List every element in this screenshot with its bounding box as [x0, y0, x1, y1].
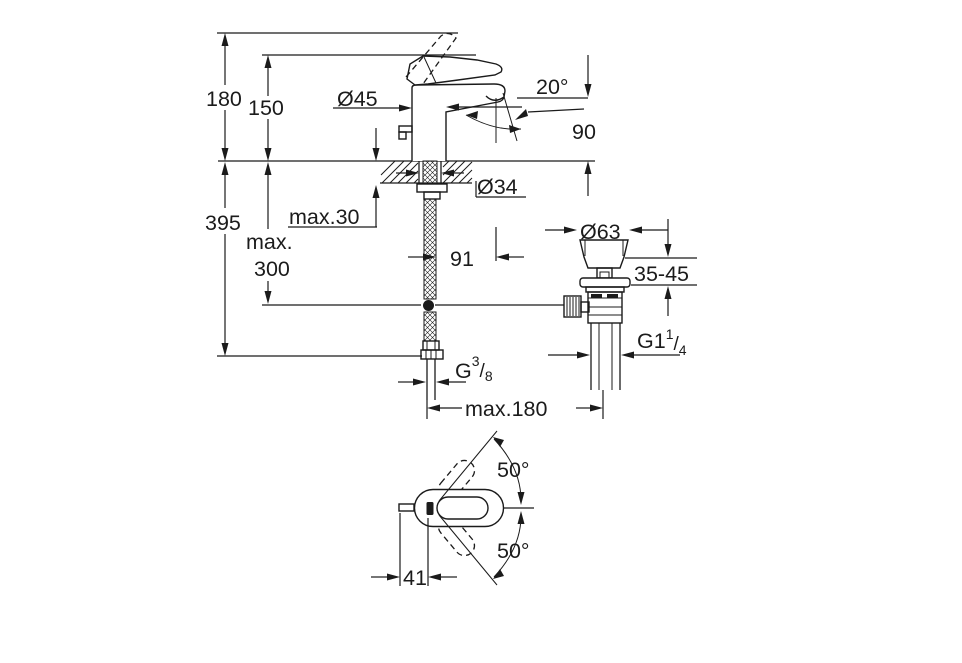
dim-spout-projection-label: 91	[450, 247, 474, 271]
hose-fitting	[420, 340, 444, 360]
dim-swivel-angles: 50° 50°	[438, 430, 534, 586]
dim-total-height-label: 180	[206, 87, 242, 111]
dim-spout-top-height-label: 150	[248, 96, 284, 120]
spout-top-outline	[436, 496, 489, 520]
dim-deck-thickness-label: max.30	[289, 205, 360, 229]
dim-spout-angle: 20°	[465, 75, 588, 143]
dim-swivel-upper-label: 50°	[497, 458, 530, 482]
dim-supply-thread: G3/8	[398, 353, 493, 386]
drain-valve	[563, 239, 631, 390]
faucet-side-view	[398, 32, 506, 161]
dim-depth-label: 395	[205, 211, 241, 235]
dim-center-distance-label: max.180	[465, 397, 548, 421]
dim-swivel-lower-label: 50°	[497, 539, 530, 563]
dim-supply-thread-label: G3/8	[455, 353, 493, 384]
aerator-outlet	[485, 95, 505, 101]
dim-rod-length: max. 300	[246, 162, 293, 304]
basin-deck	[218, 160, 595, 184]
dim-depth-below-deck: 395	[205, 162, 422, 357]
dim-center-distance: max.180	[426, 390, 604, 421]
dim-total-height: 180	[206, 32, 458, 161]
dim-clamping-range-label: 35-45	[634, 262, 689, 286]
drain-flange	[579, 277, 631, 288]
dim-outlet-height: 90	[572, 55, 596, 196]
dim-rod-length-label-1: max.	[246, 230, 293, 254]
pop-up-knob-top	[398, 503, 415, 512]
mounting-shank	[416, 160, 448, 200]
dim-spout-top-height: 150	[248, 54, 476, 161]
dim-drain-diameter: Ø63	[545, 220, 668, 244]
dim-hole-diameter-label: Ø34	[477, 175, 518, 199]
pop-up-knob	[398, 125, 413, 133]
dim-hole-diameter: Ø34	[396, 169, 526, 199]
dim-drain-thread: G11/4	[548, 326, 687, 359]
faucet-top-outline	[413, 488, 505, 528]
dim-spout-angle-label: 20°	[536, 75, 569, 99]
plan-view: 50° 50° 41	[371, 430, 534, 590]
pop-up-rod	[262, 300, 564, 311]
rod-connector-knob	[563, 295, 590, 318]
dim-drain-diameter-label: Ø63	[580, 220, 621, 244]
dim-body-diameter-label: Ø45	[337, 87, 378, 111]
dim-body-diameter: Ø45	[333, 87, 522, 112]
dim-handle-offset-label: 41	[403, 566, 427, 590]
handle-lever	[406, 55, 503, 86]
dim-spout-projection: 91	[408, 227, 524, 271]
rod-ball-joint	[423, 300, 434, 311]
dim-rod-length-label-2: 300	[254, 257, 290, 281]
dim-deck-thickness: max.30	[288, 128, 380, 229]
dim-clamping-range: 35-45	[625, 219, 697, 316]
handle-pin	[426, 502, 434, 515]
supply-hose	[420, 198, 444, 400]
dim-handle-offset: 41	[371, 513, 457, 590]
dim-drain-thread-label: G11/4	[637, 326, 687, 358]
dim-outlet-height-label: 90	[572, 120, 596, 144]
